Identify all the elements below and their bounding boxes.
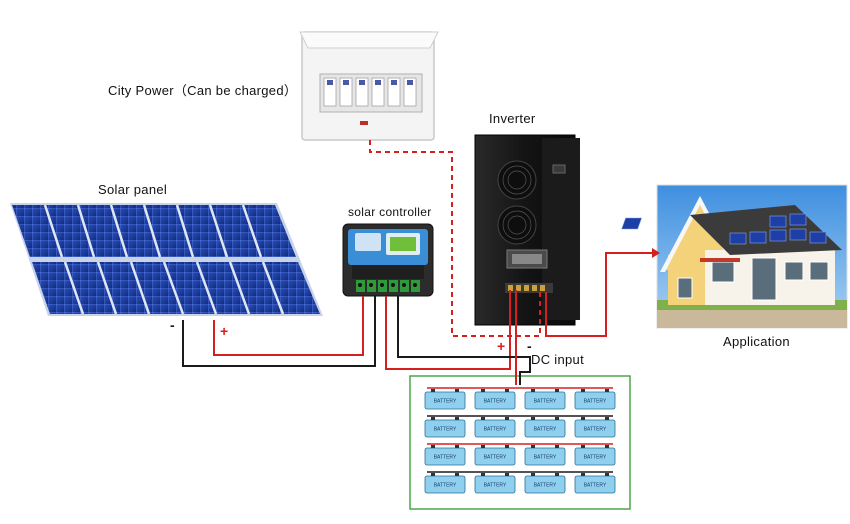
inverter-negative-sign: - <box>527 338 532 354</box>
battery-unit: BATTERY <box>474 389 516 410</box>
battery-unit: BATTERY <box>574 445 616 466</box>
battery-unit: BATTERY <box>474 417 516 438</box>
battery-unit: BATTERY <box>424 417 466 438</box>
battery-unit: BATTERY <box>524 417 566 438</box>
battery-bank: BATTERY BATTERY BATTERY BATTERY BATTERY BATTE… <box>409 375 631 510</box>
solar-controller <box>342 223 434 297</box>
inverter-label: Inverter <box>489 111 536 126</box>
inverter <box>474 134 580 326</box>
dc-input-label: DC input <box>531 352 584 367</box>
battery-label: BATTERY <box>584 399 607 405</box>
battery-label: BATTERY <box>434 427 457 433</box>
battery-unit: BATTERY <box>424 473 466 494</box>
battery-unit: BATTERY <box>524 473 566 494</box>
battery-label: BATTERY <box>484 427 507 433</box>
battery-label: BATTERY <box>434 483 457 489</box>
battery-unit: BATTERY <box>574 389 616 410</box>
battery-label: BATTERY <box>534 483 557 489</box>
battery-label: BATTERY <box>434 399 457 405</box>
battery-label: BATTERY <box>584 483 607 489</box>
battery-unit: BATTERY <box>524 445 566 466</box>
panel-negative-wire <box>182 296 376 367</box>
battery-unit: BATTERY <box>424 445 466 466</box>
battery-label: BATTERY <box>434 455 457 461</box>
battery-unit: BATTERY <box>474 473 516 494</box>
panel-positive-sign: + <box>220 323 229 339</box>
battery-unit: BATTERY <box>524 389 566 410</box>
battery-label: BATTERY <box>484 455 507 461</box>
battery-label: BATTERY <box>584 427 607 433</box>
battery-label: BATTERY <box>534 399 557 405</box>
battery-unit: BATTERY <box>424 389 466 410</box>
battery-unit: BATTERY <box>574 473 616 494</box>
wiring <box>182 140 660 385</box>
city-power-label: City Power（Can be charged） <box>108 83 298 98</box>
controller-battery-positive-wire <box>385 290 511 370</box>
battery-label: BATTERY <box>484 399 507 405</box>
panel-positive-wire <box>213 296 364 356</box>
city-power-box <box>299 31 439 141</box>
house-image <box>621 184 848 329</box>
battery-label: BATTERY <box>534 427 557 433</box>
battery-unit: BATTERY <box>574 417 616 438</box>
battery-unit: BATTERY <box>474 445 516 466</box>
battery-label: BATTERY <box>534 455 557 461</box>
battery-label: BATTERY <box>484 483 507 489</box>
panel-negative-sign: - <box>170 317 175 333</box>
ac-output-arrow <box>652 248 660 258</box>
city-power-wire <box>369 140 541 337</box>
controller-battery-negative-wire <box>397 296 531 385</box>
solar-controller-label: solar controller <box>348 205 432 219</box>
inverter-positive-sign: + <box>497 338 506 354</box>
application-label: Application <box>723 334 790 349</box>
battery-label: BATTERY <box>584 455 607 461</box>
solar-panel <box>10 203 323 316</box>
solar-panel-label: Solar panel <box>98 182 168 197</box>
ac-output-wire <box>545 252 652 337</box>
